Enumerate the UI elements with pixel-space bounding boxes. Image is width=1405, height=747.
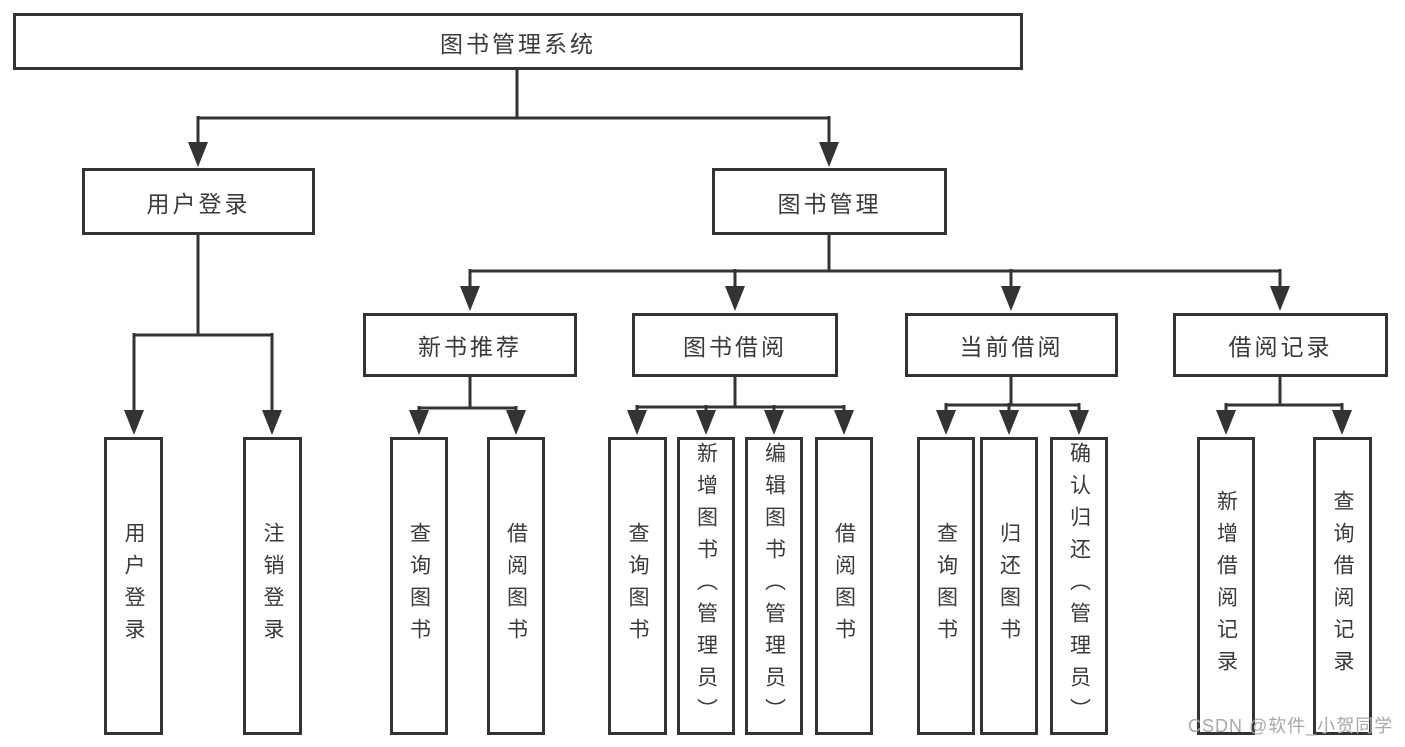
leaf-current-return-books: 归还图书	[980, 437, 1038, 735]
connector-user-login-children	[124, 235, 282, 435]
leaf-recommend-query-books: 查询图书	[390, 437, 448, 735]
leaf-borrow-query-books-label: 查询图书	[626, 522, 650, 650]
leaf-recommend-query-books-label: 查询图书	[407, 522, 431, 650]
connector-new-book-children	[409, 377, 526, 435]
node-borrowing-records-label: 借阅记录	[1228, 334, 1333, 360]
leaf-recommend-borrow-books: 借阅图书	[487, 437, 545, 735]
node-book-borrowing-label: 图书借阅	[683, 334, 787, 360]
node-book-borrowing: 图书借阅	[632, 313, 838, 377]
node-user-login: 用户登录	[82, 168, 315, 235]
node-user-login-label: 用户登录	[146, 190, 251, 217]
leaf-borrow-borrow-books: 借阅图书	[815, 437, 873, 735]
connector-current-borrow-children	[936, 377, 1089, 435]
node-new-book-recommend: 新书推荐	[363, 313, 577, 377]
node-root: 图书管理系统	[13, 13, 1023, 70]
leaf-borrow-edit-books-admin-label: 编辑图书（管理员）	[762, 442, 786, 730]
leaf-borrow-add-books-admin-label: 新增图书（管理员）	[694, 442, 718, 730]
leaf-borrow-borrow-books-label: 借阅图书	[832, 522, 856, 650]
connector-borrow-records-children	[1216, 377, 1352, 435]
leaf-logout: 注销登录	[243, 437, 302, 735]
node-book-management-label: 图书管理	[777, 190, 882, 217]
node-current-borrowing-label: 当前借阅	[959, 334, 1064, 360]
csdn-watermark: CSDN @软件_小贺同学	[1188, 716, 1394, 736]
leaf-borrow-add-books-admin: 新增图书（管理员）	[677, 437, 735, 735]
leaf-records-query-record: 查询借阅记录	[1313, 437, 1372, 735]
node-borrowing-records: 借阅记录	[1173, 313, 1388, 377]
node-root-label: 图书管理系统	[440, 30, 596, 57]
leaf-user-login-label: 用户登录	[122, 522, 146, 650]
node-book-management: 图书管理	[712, 168, 947, 235]
leaf-current-query-books: 查询图书	[917, 437, 975, 735]
leaf-current-return-books-label: 归还图书	[997, 522, 1021, 650]
node-new-book-recommend-label: 新书推荐	[418, 334, 522, 360]
node-current-borrowing: 当前借阅	[905, 313, 1118, 377]
leaf-recommend-borrow-books-label: 借阅图书	[504, 522, 528, 650]
leaf-records-query-record-label: 查询借阅记录	[1331, 490, 1355, 682]
connector-book-mgmt-to-level3	[460, 235, 1290, 311]
leaf-current-query-books-label: 查询图书	[934, 522, 958, 650]
leaf-user-login: 用户登录	[104, 437, 163, 735]
leaf-records-add-record-label: 新增借阅记录	[1214, 490, 1238, 682]
connector-root-to-level2	[188, 69, 839, 167]
leaf-current-confirm-return-admin: 确认归还（管理员）	[1050, 437, 1108, 735]
leaf-borrow-edit-books-admin: 编辑图书（管理员）	[745, 437, 803, 735]
leaf-records-add-record: 新增借阅记录	[1197, 437, 1255, 735]
leaf-current-confirm-return-admin-label: 确认归还（管理员）	[1067, 442, 1091, 730]
leaf-logout-label: 注销登录	[261, 522, 285, 650]
connector-book-borrow-children	[627, 377, 854, 435]
leaf-borrow-query-books: 查询图书	[608, 437, 667, 735]
